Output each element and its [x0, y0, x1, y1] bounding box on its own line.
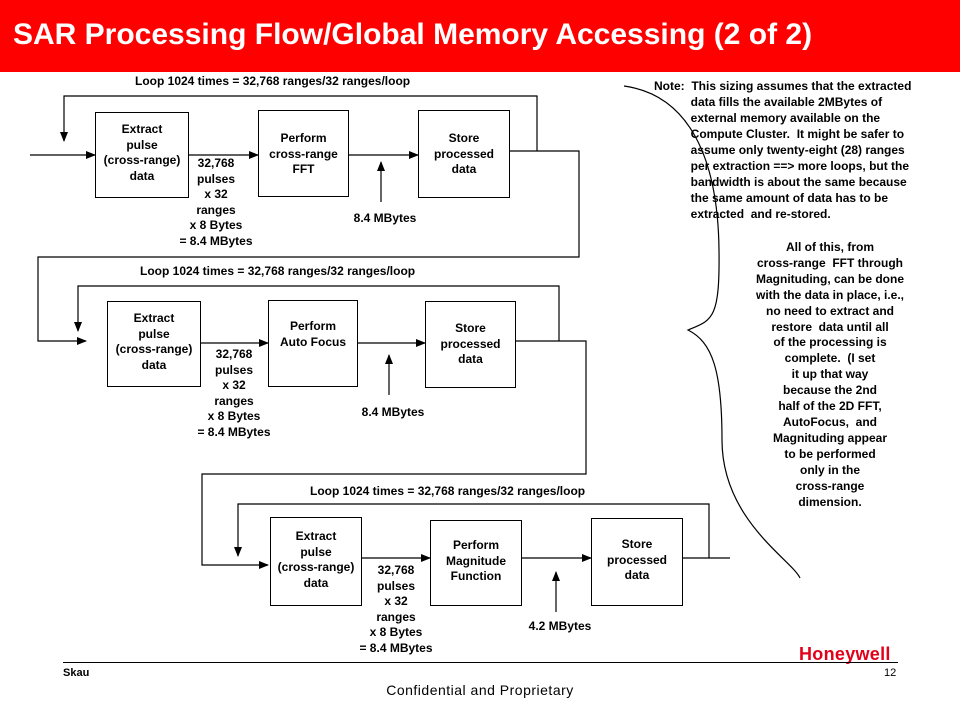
- stage3-mbytes-label: 4.2 MBytes: [528, 619, 592, 633]
- slide-title: SAR Processing Flow/Global Memory Access…: [13, 18, 813, 51]
- confidential-notice: Confidential and Proprietary: [386, 682, 574, 698]
- stage1-process-label: Perform cross-range FFT: [269, 131, 338, 176]
- page-number: 12: [884, 667, 897, 679]
- stage1-extract-label: Extract pulse (cross-range) data: [103, 122, 181, 183]
- stage3-process-box: Perform Magnitude Function: [430, 520, 522, 606]
- sizing-note: Note: This sizing assumes that the extra…: [654, 79, 912, 221]
- stage3-process-label: Perform Magnitude Function: [446, 538, 506, 583]
- stage3-loop-label: Loop 1024 times = 32,768 ranges/32 range…: [310, 484, 586, 498]
- stage1-mbytes-label: 8.4 MBytes: [353, 211, 417, 225]
- stage1-store-label: Store processed data: [433, 131, 495, 176]
- brace-note: All of this, from cross-range FFT throug…: [755, 240, 905, 509]
- footer-author: Skau: [63, 667, 90, 679]
- stage2-mbytes-label: 8.4 MBytes: [361, 405, 425, 419]
- honeywell-logo: Honeywell: [799, 644, 891, 664]
- stage3-extract-box: Extract pulse (cross-range) data: [270, 517, 362, 606]
- stage1-loop-label: Loop 1024 times = 32,768 ranges/32 range…: [135, 74, 411, 88]
- stage2-loop-label: Loop 1024 times = 32,768 ranges/32 range…: [140, 264, 416, 278]
- stage3-transfer-label: 32,768 pulses x 32 ranges x 8 Bytes = 8.…: [359, 563, 433, 655]
- stage2-loop-line: [74, 285, 560, 341]
- stage1-extract-box: Extract pulse (cross-range) data: [95, 112, 189, 198]
- stage3-loop-line: [234, 503, 710, 558]
- stage3-extract-label: Extract pulse (cross-range) data: [277, 529, 355, 590]
- stage2-process-label: Perform Auto Focus: [280, 319, 346, 349]
- stage2-store-label: Store processed data: [440, 321, 501, 366]
- stage3-store-box: Store processed data: [591, 518, 683, 606]
- stage1-store-box: Store processed data: [418, 110, 510, 198]
- stage2-store-box: Store processed data: [425, 301, 516, 388]
- stage2-store-out: [201, 340, 587, 569]
- stage1-process-box: Perform cross-range FFT: [258, 110, 349, 197]
- stage2-extract-label: Extract pulse (cross-range) data: [115, 311, 193, 372]
- brace: [623, 85, 801, 579]
- stage3-store-label: Store processed data: [606, 537, 668, 582]
- stage1-transfer-label: 32,768 pulses x 32 ranges x 8 Bytes = 8.…: [179, 156, 253, 248]
- stage2-transfer-label: 32,768 pulses x 32 ranges x 8 Bytes = 8.…: [197, 347, 271, 439]
- stage2-process-box: Perform Auto Focus: [268, 300, 358, 387]
- stage1-store-out: [37, 150, 580, 345]
- stage2-extract-box: Extract pulse (cross-range) data: [107, 301, 201, 387]
- stage1-loop-line: [60, 95, 538, 151]
- footer-rule: [63, 662, 898, 663]
- title-bar: SAR Processing Flow/Global Memory Access…: [0, 0, 960, 72]
